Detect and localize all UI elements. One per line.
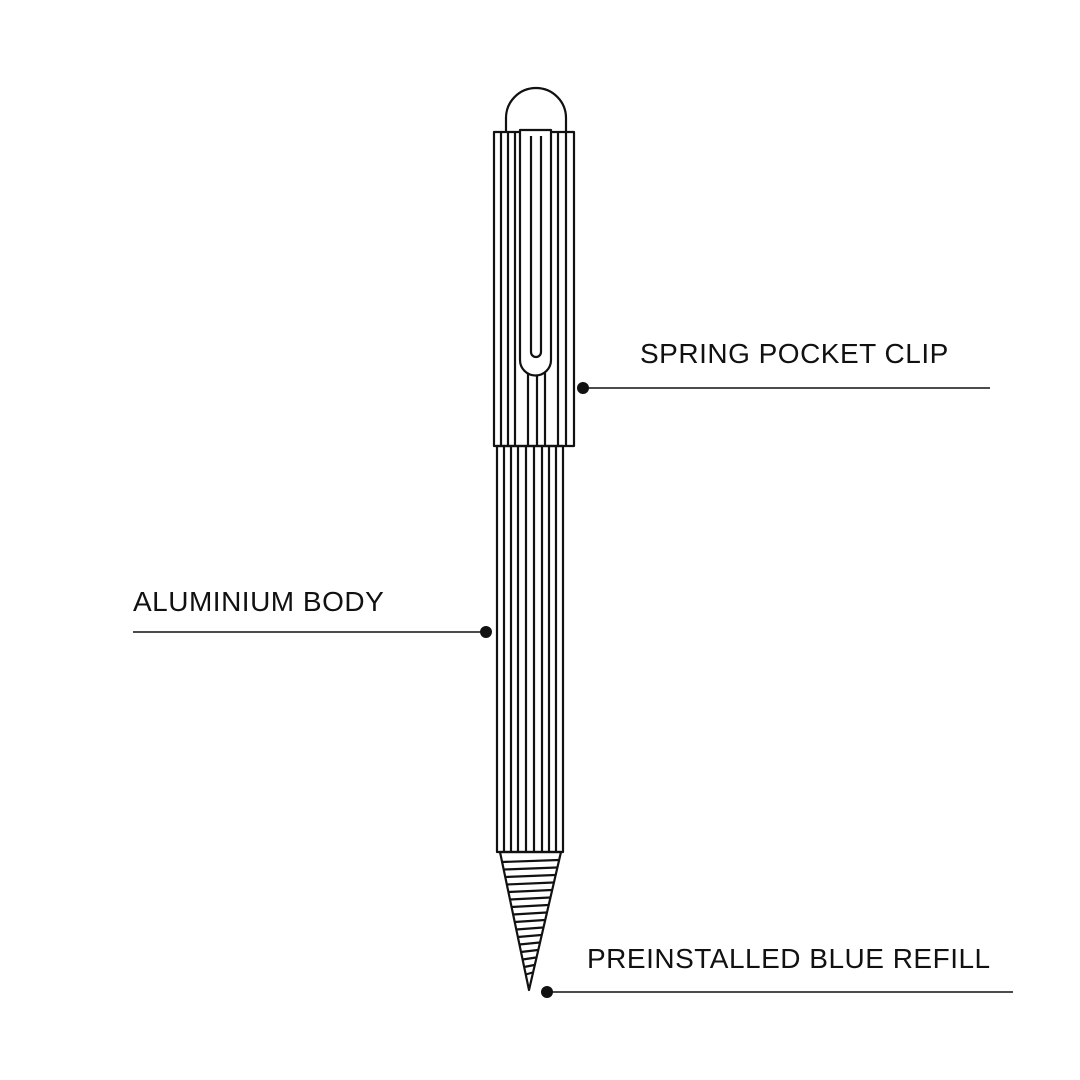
tip-thread — [509, 896, 551, 901]
clip-leader-dot — [577, 382, 589, 394]
label-spring-pocket-clip: SPRING POCKET CLIP — [640, 338, 949, 369]
tip-thread — [525, 971, 533, 976]
body-leader-dot — [480, 626, 492, 638]
tip-thread — [505, 873, 556, 879]
tip-thread — [522, 956, 537, 961]
tip-thread — [508, 888, 552, 894]
tip-threads — [502, 858, 559, 976]
label-preinstalled-blue-refill: PREINSTALLED BLUE REFILL — [587, 943, 991, 974]
pen-tip-cone — [498, 850, 563, 992]
tip-thread — [511, 903, 549, 909]
tip-thread — [516, 926, 544, 931]
pen-body — [495, 444, 565, 854]
pocket-clip — [518, 128, 553, 377]
tip-thread — [502, 858, 559, 864]
refill-leader-dot — [541, 986, 553, 998]
label-aluminium-body: ALUMINIUM BODY — [133, 586, 385, 617]
tip-thread — [513, 911, 547, 916]
tip-thread — [520, 948, 538, 954]
tip-thread — [506, 881, 554, 886]
tip-thread — [523, 963, 535, 969]
tip-thread — [517, 933, 542, 939]
body-stripes — [502, 447, 558, 851]
pocket-clip-slot — [529, 136, 543, 359]
tip-thread — [503, 866, 557, 871]
tip-thread — [514, 918, 545, 924]
tip-thread — [519, 941, 540, 946]
pen-cap-top — [504, 86, 568, 132]
